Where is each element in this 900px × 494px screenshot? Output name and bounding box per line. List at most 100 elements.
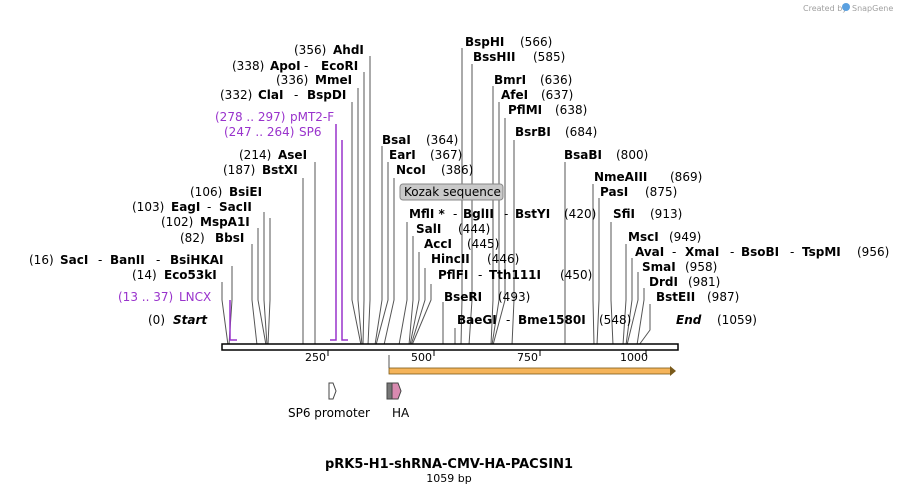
site-name-ahdi: AhdI <box>333 43 364 57</box>
site-name-bsiei: BsiEI <box>229 185 262 199</box>
map-length: 1059 bp <box>426 472 471 485</box>
site-line-bseri <box>430 302 444 346</box>
site-pos-msci: (949) <box>669 230 701 244</box>
site-line-mmei <box>357 88 363 346</box>
site-line-ecori <box>362 72 365 346</box>
site-sep: - <box>730 245 734 259</box>
site-name-bsshii: BssHII <box>473 50 515 64</box>
site-name-avai: AvaI <box>635 245 664 259</box>
site-line-ahdi <box>367 56 371 346</box>
primer-lines <box>229 124 348 341</box>
tick-label-500: 500 <box>411 351 432 364</box>
site-name-eco53ki: Eco53kI <box>164 268 217 282</box>
site-name-drdi: DrdI <box>649 275 678 289</box>
site-sep: - <box>304 59 308 73</box>
site-pos-bsai: (364) <box>426 133 458 147</box>
site-line-smai <box>626 272 639 346</box>
site-name-saci: SacI <box>60 253 88 267</box>
site-line-bmri <box>490 86 494 346</box>
site-line-pflfi <box>411 284 432 346</box>
site-pos-start: (0) <box>148 313 165 327</box>
site-name-bbsi: BbsI <box>215 231 244 245</box>
site-pos-ahdi: (356) <box>294 43 326 57</box>
orf-bar <box>388 367 672 375</box>
site-name-hincii: HincII <box>431 252 470 266</box>
site-name-sfii: SfiI <box>613 207 635 221</box>
orf-arrowhead <box>670 366 676 376</box>
site-name-sali: SalI <box>416 222 441 236</box>
site-pos-avai: (956) <box>857 245 889 259</box>
site-pos-eari: (367) <box>430 148 462 162</box>
site-pos-nmeaiii: (869) <box>670 170 702 184</box>
site-name-apoi: ApoI <box>270 59 301 73</box>
site-pos-afei: (637) <box>541 88 573 102</box>
site-line-bsphi <box>460 48 463 346</box>
site-name-clai: ClaI <box>258 88 283 102</box>
site-name-tth111i: Tth111I <box>489 268 541 282</box>
site-line-nmeaiii <box>592 184 595 346</box>
site-pos-bstxi: (187) <box>223 163 255 177</box>
site-line-bsiei <box>267 218 271 346</box>
ha-arrow <box>391 382 402 400</box>
primer-line-lncx <box>229 300 237 341</box>
site-pos-mspa1i: (102) <box>161 215 193 229</box>
backbone <box>221 343 679 351</box>
site-name-smai: SmaI <box>642 260 676 274</box>
site-pos-pasi: (875) <box>645 185 677 199</box>
site-pos-asei: (214) <box>239 148 271 162</box>
site-pos-bseri: (493) <box>498 290 530 304</box>
site-pos-drdi: (981) <box>688 275 720 289</box>
site-line-pasi <box>596 198 600 346</box>
site-lines <box>221 48 651 346</box>
site-line-bsai <box>374 146 383 346</box>
site-name-bmri: BmrI <box>494 73 526 87</box>
site-line-mfli <box>398 222 408 346</box>
site-sep: - <box>98 253 102 267</box>
site-pos-mfli: (420) <box>564 207 596 221</box>
site-name-ecori: EcoRI <box>321 59 358 73</box>
site-pos-eco53ki: (14) <box>132 268 157 282</box>
site-name-mspa1i: MspA1I <box>200 215 250 229</box>
site-name-end: End <box>676 313 702 327</box>
site-pos-bsiei: (106) <box>190 185 222 199</box>
tick-label-1000: 1000 <box>620 351 648 364</box>
site-sep: - <box>504 207 508 221</box>
site-pos-ncoi: (386) <box>441 163 473 177</box>
site-name-eagi: EagI <box>171 200 200 214</box>
site-sep: - <box>156 253 160 267</box>
primer-name-pmt2f: pMT2-F <box>290 110 334 124</box>
site-line-bsobi <box>625 258 633 346</box>
site-pos-pflmi: (638) <box>555 103 587 117</box>
site-pos-hincii: (446) <box>487 252 519 266</box>
tick-label-250: 250 <box>305 351 326 364</box>
site-name-bsteii: BstEII <box>656 290 695 304</box>
site-name-pflfi: PflFI <box>438 268 468 282</box>
site-name-bsai: BsaI <box>382 133 411 147</box>
site-line-mspa1i <box>257 228 267 346</box>
site-name-afei: AfeI <box>501 88 528 102</box>
site-name-banii: BanII <box>110 253 145 267</box>
kozak-box <box>399 183 504 201</box>
site-name-acci: AccI <box>424 237 452 251</box>
site-name-pflmi: PflMI <box>508 103 542 117</box>
primer-pos-sp6: (247 .. 264) <box>224 125 294 139</box>
site-pos-acci: (445) <box>467 237 499 251</box>
site-name-bspdi: BspDI <box>307 88 346 102</box>
site-line-ncoi <box>383 178 395 346</box>
site-line-acci <box>409 252 420 346</box>
site-line-bsteii <box>638 304 651 346</box>
site-pos-bsteii: (987) <box>707 290 739 304</box>
site-pos-clai: (332) <box>220 88 252 102</box>
primer-line-pmt2f <box>330 124 337 341</box>
site-pos-mmei: (336) <box>276 73 308 87</box>
site-pos-bsphi: (566) <box>520 35 552 49</box>
site-name-bsihkai: BsiHKAI <box>170 253 224 267</box>
site-line-sali <box>408 236 414 346</box>
site-line-bbsi <box>251 244 258 346</box>
site-name-bsabi: BsaBI <box>564 148 602 162</box>
site-name-bglii: BglII <box>463 207 494 221</box>
site-sep: - <box>506 313 510 327</box>
credit-text: Created by <box>803 4 847 13</box>
site-pos-end: (1059) <box>717 313 757 327</box>
site-line-eco53ki <box>221 282 229 346</box>
